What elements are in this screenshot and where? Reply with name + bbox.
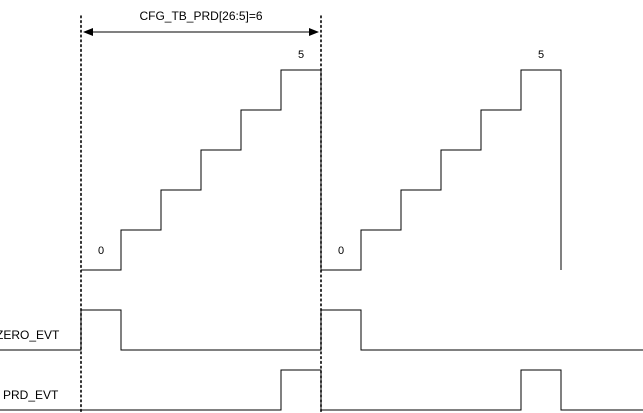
- count-start-label-period-2: 0: [338, 245, 344, 257]
- count-end-label-period-2: 5: [538, 49, 544, 61]
- period-label: CFG_TB_PRD[26:5]=6: [139, 9, 262, 23]
- zero-evt-label: ZERO_EVT: [0, 328, 60, 342]
- prd-evt-waveform: [0, 369, 643, 411]
- counter-waveform: [81, 69, 562, 271]
- prd-evt-label: PRD_EVT: [3, 388, 59, 402]
- count-end-label-period-1: 5: [298, 49, 304, 61]
- count-start-label-period-1: 0: [98, 245, 104, 257]
- zero-evt-waveform: [0, 309, 643, 351]
